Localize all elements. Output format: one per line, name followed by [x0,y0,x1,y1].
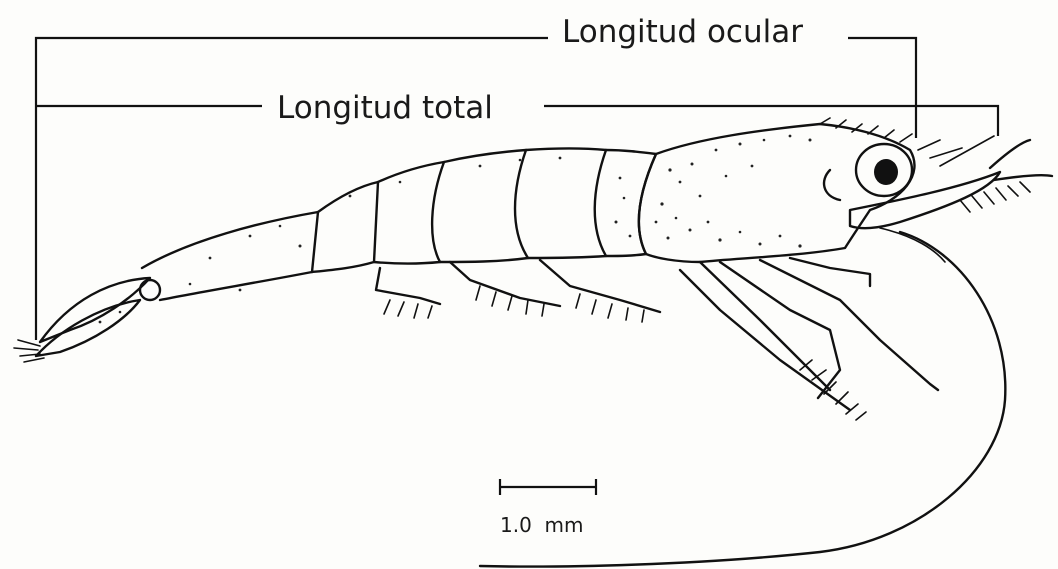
leg-1 [700,262,830,390]
shrimp-illustration-icon [14,118,1052,567]
ocular-length-bracket [36,38,916,340]
segment-4 [374,162,444,264]
segment-1 [606,150,656,256]
eye-stalk [824,170,840,200]
leg-2 [720,262,840,398]
total-length-label: Longitud total [277,90,493,126]
rostrum [820,118,994,166]
pleopod-setae-1 [384,300,432,318]
ocular-length-line-left [36,38,548,340]
pleopod-1 [376,268,440,304]
leg-3 [760,260,938,390]
antenna-base [880,228,945,262]
telson [40,278,150,342]
segment-5 [312,182,378,272]
ocular-length-label: Longitud ocular [562,14,803,50]
segment-2 [526,149,606,259]
pleopod-2 [450,262,560,306]
pleopod-3 [540,260,660,312]
eye-pupil [874,159,898,185]
scale-bar-label: 1.0 mm [500,513,584,537]
segment-6 [142,212,318,300]
total-length-line-right [544,106,998,136]
ocular-length-line-right [848,38,916,138]
antennal-scale [850,172,1000,228]
antennule-setae [960,182,1030,212]
segment-3 [440,150,528,262]
scale-bar [500,479,596,495]
tail-joint [140,280,160,300]
